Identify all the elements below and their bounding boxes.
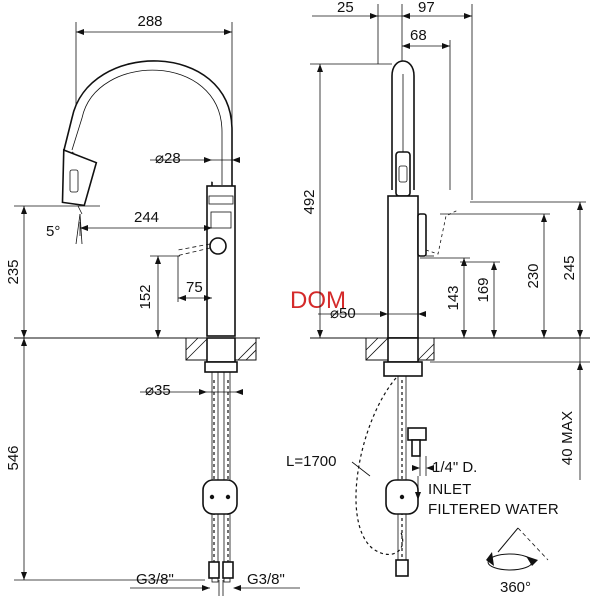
shank-front [202, 371, 238, 583]
rotation-360-icon [486, 527, 549, 571]
front-view: 288 5° ⌀28 [5, 13, 300, 596]
dim-hose-length: L=1700 [286, 453, 336, 470]
dim-spray-angle: 5° [46, 223, 60, 240]
dim-top-inner-68: 68 [410, 27, 427, 44]
dim-lever-height-152: 152 [137, 284, 154, 309]
deck-mount-front [185, 337, 257, 373]
dim-top-width-97: 97 [418, 0, 435, 16]
side-view: 25 97 68 492 143 [286, 0, 590, 596]
dim-lever-height-143: 143 [445, 285, 462, 310]
dim-width-288: 288 [137, 13, 162, 30]
dim-connection-left: G3/8" [136, 571, 174, 588]
dim-below-deck-546: 546 [5, 445, 22, 470]
dim-height-245: 245 [561, 255, 578, 280]
spray-head [61, 148, 98, 215]
dim-height-235: 235 [5, 259, 22, 284]
brand-logo: DOM [290, 287, 346, 314]
dim-lever-height-169: 169 [475, 277, 492, 302]
label-inlet: INLET [428, 481, 472, 498]
dim-height-230: 230 [525, 263, 542, 288]
label-filtered-water: FILTERED WATER [428, 501, 559, 518]
dim-inlet-size: 1/4" D. [432, 459, 477, 476]
dim-body-diameter: ⌀35 [145, 382, 171, 399]
dim-lever-offset-75: 75 [186, 279, 203, 296]
shank-side [385, 375, 427, 577]
deck-mount-side [365, 337, 435, 377]
label-rotation: 360° [500, 579, 531, 596]
faucet-body [206, 185, 236, 337]
lever-handle [175, 237, 227, 257]
dim-deck-max: 40 MAX [559, 411, 576, 466]
dim-reach-244: 244 [134, 209, 159, 226]
dim-spout-diameter: ⌀28 [155, 150, 181, 167]
dim-top-offset-25: 25 [337, 0, 354, 16]
side-lever [417, 209, 459, 257]
dim-connection-right: G3/8" [247, 571, 285, 588]
side-body [387, 195, 419, 339]
pullout-hose [355, 377, 404, 556]
dim-base-diameter: ⌀50 [330, 305, 356, 322]
dim-total-height-492: 492 [301, 189, 318, 214]
